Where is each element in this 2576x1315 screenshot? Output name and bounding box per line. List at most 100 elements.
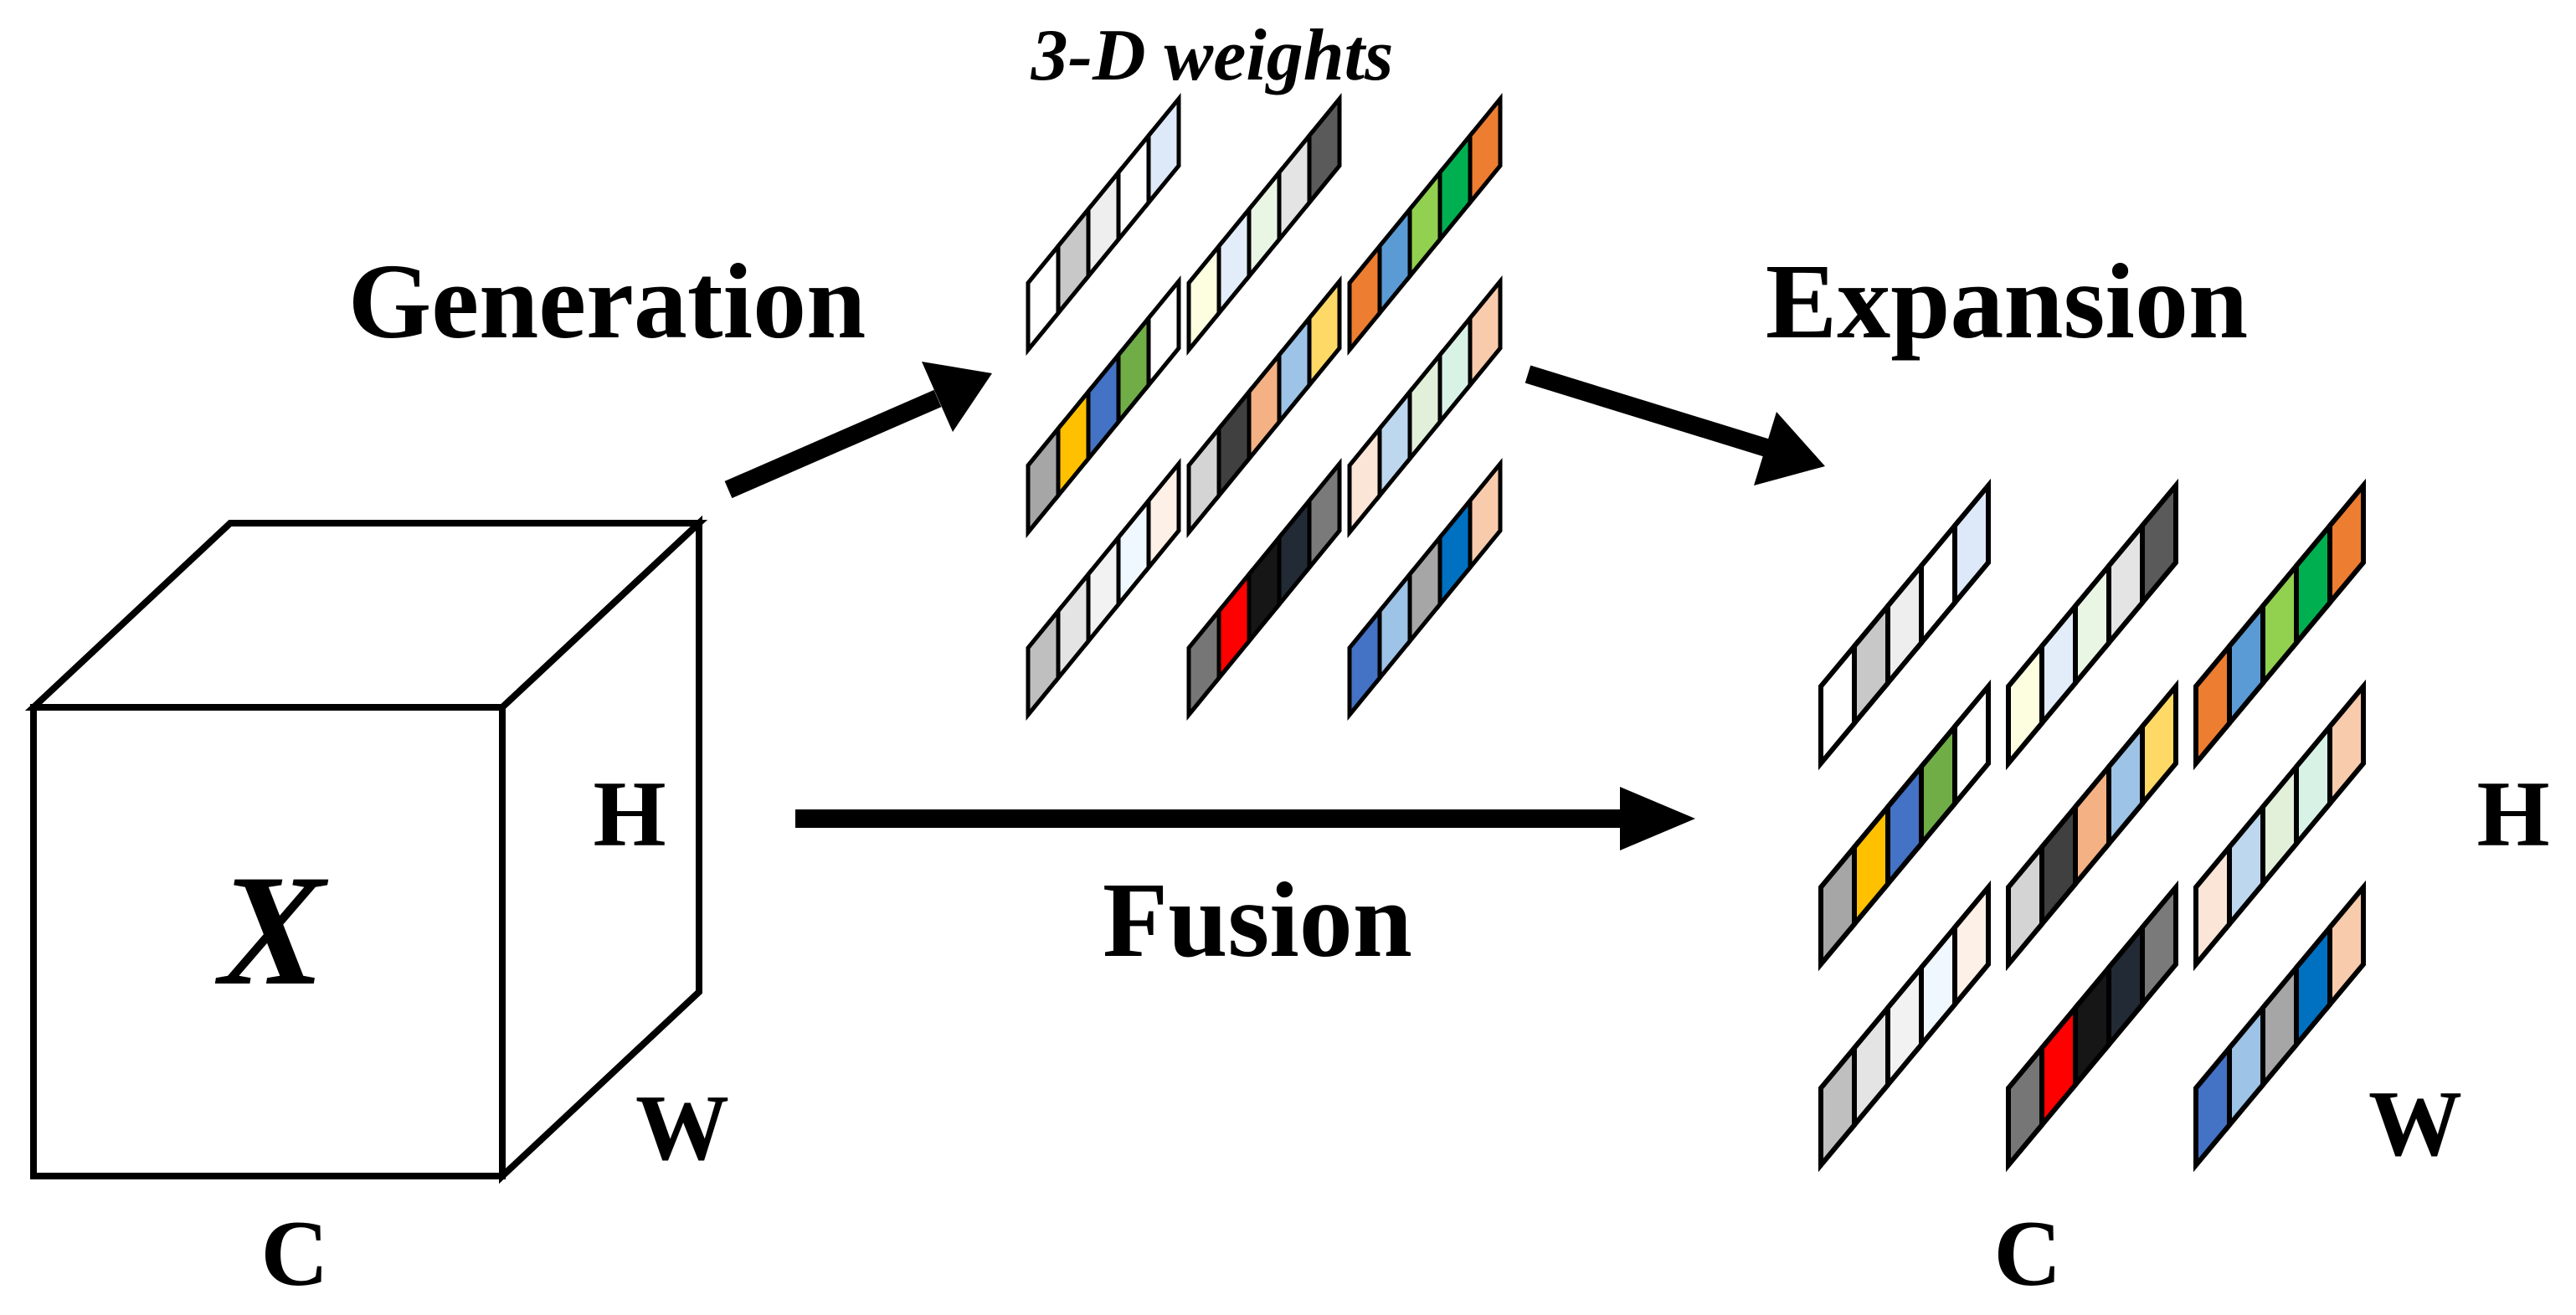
weight-cell [1086, 531, 1121, 648]
weight-strip [1026, 275, 1181, 539]
weight-cell [1146, 275, 1181, 392]
weight-strip [2006, 478, 2178, 771]
weight-cell [1818, 1040, 1857, 1173]
weight-cell [1919, 920, 1957, 1052]
weight-cell [1347, 604, 1382, 722]
weight-cell [1307, 457, 1342, 574]
weight-cell [1952, 478, 1991, 610]
weight-strip [1026, 92, 1181, 357]
weight-cell [2294, 518, 2332, 650]
weight-strip [1347, 92, 1503, 357]
arrow-fusion [795, 787, 1695, 850]
weight-cell [1056, 385, 1091, 502]
weight-cell [1277, 494, 1312, 611]
weight-cell [1952, 679, 1991, 811]
weight-cell [1247, 348, 1282, 465]
fusion-label: Fusion [1103, 860, 1412, 979]
weight-cell [1852, 598, 1890, 731]
weight-cell [1186, 422, 1221, 539]
weight-strip [1818, 679, 1991, 972]
weight-cell [2193, 840, 2232, 972]
weight-cell [2073, 558, 2111, 691]
weight-cell [1216, 203, 1252, 320]
weight-cell [2227, 799, 2265, 932]
weight-cell [1247, 531, 1282, 648]
weight-cell [1026, 604, 1061, 722]
weight-cell [2140, 478, 2178, 610]
expansion-label: Expansion [1766, 242, 2248, 361]
weight-cell [1852, 799, 1890, 932]
weight-cell [2106, 920, 2145, 1052]
generation-label: Generation [348, 242, 866, 361]
weight-cell [2006, 840, 2044, 972]
input-dim-h: H [593, 763, 666, 866]
weight-cell [1307, 92, 1342, 209]
weight-cell [1437, 494, 1473, 611]
weight-cell [1277, 311, 1312, 429]
weight-cell [1919, 518, 1957, 650]
weight-strip [1186, 275, 1342, 539]
weight-strip [1347, 275, 1503, 539]
weight-cell [1407, 348, 1442, 465]
weight-strip [1186, 457, 1342, 722]
output-dim-c: C [1994, 1202, 2062, 1306]
weight-cell [2294, 719, 2332, 851]
weight-cell [2260, 558, 2299, 691]
weight-cell [1885, 759, 1924, 891]
weight-cell [1885, 558, 1924, 691]
weight-cell [1377, 568, 1412, 685]
weight-cell [2260, 960, 2299, 1092]
output-dim-h: H [2476, 763, 2549, 866]
weight-cell [1468, 275, 1503, 392]
output-dim-w: W [2368, 1072, 2462, 1176]
weight-cell [2039, 799, 2078, 932]
weight-cell [1347, 239, 1382, 357]
weight-strip [2006, 679, 2178, 972]
weight-cell [1818, 840, 1857, 972]
weights-title: 3-D weights [1031, 15, 1394, 96]
weight-cell [1407, 166, 1442, 283]
weight-cell [1277, 129, 1312, 246]
weight-cell [2006, 639, 2044, 771]
weight-cell [2227, 598, 2265, 731]
weight-cell [1377, 203, 1412, 320]
weight-cell [1146, 457, 1181, 574]
weight-cell [1186, 239, 1221, 357]
weight-strip [2006, 880, 2178, 1173]
weight-cell [2106, 518, 2145, 650]
weight-cell [2193, 1040, 2232, 1173]
weight-cell [1307, 275, 1342, 392]
weight-cell [1952, 880, 1991, 1012]
weight-cell [1247, 166, 1282, 283]
arrow-expansion [1525, 365, 1825, 485]
weight-cell [1818, 639, 1857, 771]
arrow-generation [724, 362, 992, 499]
weight-cell [1056, 203, 1091, 320]
weight-cell [2294, 920, 2332, 1052]
weight-cell [2073, 759, 2111, 891]
weight-cell [2039, 598, 2078, 731]
cube-front-face [30, 704, 506, 1179]
weight-strip [2193, 880, 2366, 1173]
weight-strip [1186, 92, 1342, 357]
weight-cell [1468, 92, 1503, 209]
weight-cell [2039, 1000, 2078, 1133]
weight-cell [2327, 679, 2366, 811]
weight-cell [2140, 880, 2178, 1012]
weight-cell [2260, 759, 2299, 891]
weight-strip [2193, 478, 2366, 771]
weight-cell [1347, 422, 1382, 539]
weight-strip [1818, 478, 1991, 771]
weight-cell [1437, 311, 1473, 429]
weight-cell [2327, 880, 2366, 1012]
weight-cell [1407, 531, 1442, 648]
weight-strip [1818, 880, 1991, 1173]
weight-cell [1026, 239, 1061, 357]
input-symbol-x: X [215, 843, 329, 1019]
weight-cell [1216, 568, 1252, 685]
weight-cell [2073, 960, 2111, 1092]
weight-cell [1852, 1000, 1890, 1133]
weight-cell [1116, 311, 1151, 429]
weight-cell [1026, 422, 1061, 539]
